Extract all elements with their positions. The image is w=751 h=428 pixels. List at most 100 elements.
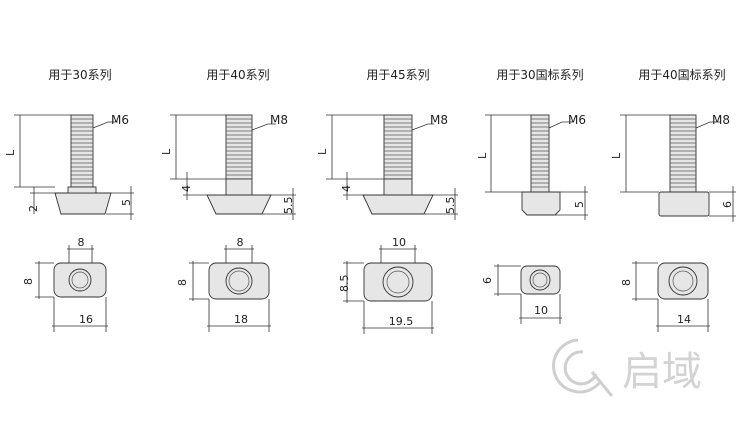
bolt-side-view: M6 L 5 [476,113,588,220]
thread-label: M6 [568,113,586,127]
series-title: 用于30系列 [48,68,111,82]
bolt-neck [383,178,413,196]
bolt-top-view: 8 8 16 [22,236,108,332]
thread-lines [531,118,549,188]
thread-hole [225,267,253,295]
bolt-side-view: M6 L 2 5 [4,113,134,220]
bolt-top-view: 10 8.5 19.5 [338,236,434,334]
side-height-dimension [494,264,521,296]
side-height-dimension [189,261,209,301]
head-label: 5.5 [282,197,295,215]
brand-logo-icon [552,338,614,397]
t-head [521,191,561,216]
thread-label: M8 [270,113,288,127]
neck-dimension [343,172,363,200]
bolt-top-view: 8 8 18 [176,236,271,332]
thread-lines [670,118,696,188]
thread-hole-inner [228,270,250,292]
bolt-40-series: 用于40系列 M8 L 4 5.5 8 8 18 [160,68,296,332]
side-height-label: 8 [176,279,189,286]
bottom-width-dimension [207,299,271,332]
thread-leader [695,121,720,129]
thread-hole-inner [71,271,89,289]
thread-hole-inner [672,270,694,292]
head-label: 5.5 [444,197,457,215]
bolt-side-view: M8 L 4 5.5 [316,113,458,220]
series-title: 用于30国标系列 [496,68,583,82]
side-height-dimension [343,261,364,303]
length-dimension [14,114,71,188]
t-head [206,194,272,215]
bottom-width-dimension [656,299,710,332]
bolt-neck [67,186,97,194]
length-label: L [316,148,329,155]
top-width-label: 8 [78,236,85,249]
series-title: 用于40国标系列 [638,68,725,82]
thread-lines [226,118,252,176]
bottom-width-label: 14 [677,313,691,326]
neck-label: 4 [180,185,193,192]
thread-lines [71,118,93,184]
head-label: 6 [721,201,734,208]
side-height-label: 6 [481,277,494,284]
top-width-dimension [224,245,254,263]
thread-hole [382,266,414,298]
bolt-side-view: M8 L 6 [610,113,736,222]
side-height-label: 8 [620,279,633,286]
series-title: 用于45系列 [366,68,429,82]
bolt-thread-shank [669,114,697,193]
bolt-45-series: 用于45系列 M8 L 4 5.5 10 8.5 19.5 [316,68,458,334]
t-head [54,192,112,215]
neck-label: 4 [340,185,353,192]
head-dimension [106,186,134,220]
bottom-width-label: 18 [234,313,248,326]
bolt-top-view: 8 14 [620,261,710,332]
side-height-label: 8.5 [338,275,351,293]
bottom-width-label: 16 [79,313,93,326]
top-width-dimension [379,245,417,263]
bolt-top-view: 6 10 [481,264,562,324]
head-label: 5 [120,199,133,206]
bolt-thread-shank [530,114,550,193]
bottom-width-label: 19.5 [389,315,414,328]
length-label: L [160,148,173,155]
neck-dimension [183,172,207,200]
bottom-width-dimension [519,294,562,324]
head-dimension [262,188,296,220]
bolt-side-view: M8 L 4 5.5 [160,113,296,220]
neck-dimension [30,187,60,214]
brand-name: 启域 [622,349,702,395]
top-width-label: 10 [392,236,406,249]
length-dimension [485,114,531,193]
bolt-neck [225,178,253,196]
length-label: L [4,149,17,156]
bottom-width-label: 10 [534,304,548,317]
side-height-label: 8 [22,278,35,285]
thread-leader [411,123,434,131]
head-label: 5 [573,201,586,208]
bottom-width-dimension [52,297,108,332]
length-label: L [610,152,623,159]
bolt-30-gb-series: 用于30国标系列 M6 L 5 6 10 [476,68,588,324]
length-dimension [620,114,670,193]
length-label: L [476,152,489,159]
top-width-dimension [67,245,94,263]
side-height-dimension [35,261,54,299]
bottom-width-dimension [362,301,434,334]
thread-hole-inner [532,272,548,288]
t-head [362,194,434,215]
head-dimension [555,186,588,220]
t-head [658,191,710,217]
length-dimension [326,114,384,180]
thread-label: M8 [430,113,448,127]
side-height-dimension [632,261,658,301]
brand-watermark: 启域 [552,338,702,397]
thread-label: M6 [111,113,129,127]
neck-label: 2 [27,205,40,212]
bolt-40-gb-series: 用于40国标系列 M8 L 6 8 14 [610,68,736,332]
thread-leader [251,123,276,131]
thread-lines [384,118,412,176]
top-width-label: 8 [237,236,244,249]
bolt-30-series: 用于30系列 M6 L 2 5 8 8 [4,68,134,332]
thread-hole-inner [386,270,410,294]
